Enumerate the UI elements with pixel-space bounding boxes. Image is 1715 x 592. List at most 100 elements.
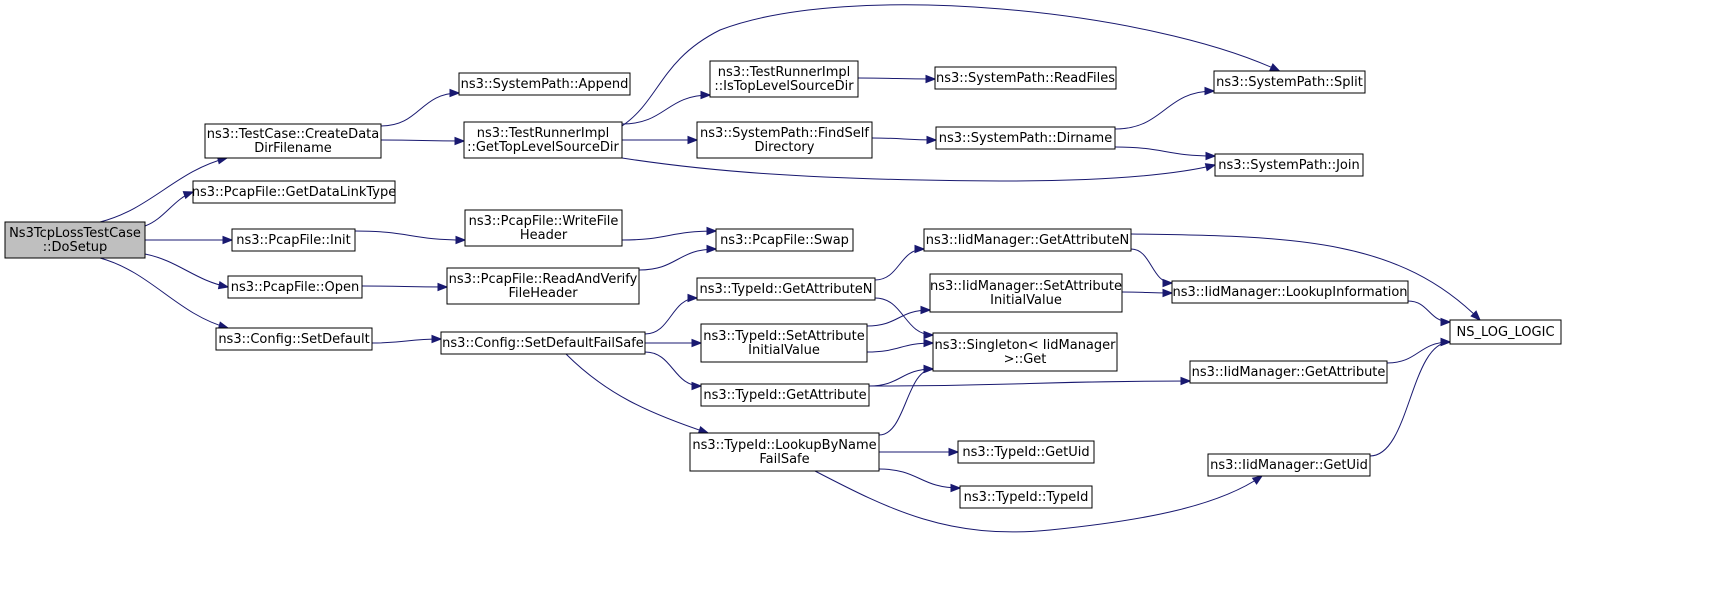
node-box xyxy=(440,331,646,355)
node-box xyxy=(458,72,631,96)
edge-tSetAttrIV-to-singleton xyxy=(866,338,935,353)
arrowhead xyxy=(950,483,962,493)
node-box xyxy=(204,123,382,159)
edge-setDFS-to-lookupByName xyxy=(565,353,710,435)
node-setDFS[interactable]: ns3::Config::SetDefaultFailSafe xyxy=(440,331,646,355)
edge-iSetAttrIV-to-lookupInfo xyxy=(1121,288,1174,298)
edge-line xyxy=(565,353,709,434)
node-label-line: ns3::TestCase::CreateData xyxy=(207,127,379,142)
edge-line xyxy=(380,139,465,142)
node-label-line: >::Get xyxy=(1004,352,1047,367)
node-open[interactable]: ns3::PcapFile::Open xyxy=(227,275,363,299)
node-label-line: ns3::IidManager::LookupInformation xyxy=(1172,285,1407,300)
node-swap[interactable]: ns3::PcapFile::Swap xyxy=(715,228,854,252)
arrowhead xyxy=(1470,310,1481,321)
edge-getTop-to-join xyxy=(621,157,1217,182)
node-label-line: ns3::SystemPath::FindSelf xyxy=(700,126,869,141)
node-label-line: ns3::TypeId::GetUid xyxy=(962,445,1089,460)
edge-line xyxy=(878,368,934,436)
edge-isTop-to-readFiles xyxy=(857,74,937,84)
node-label-line: Header xyxy=(520,228,568,243)
node-label-line: FailSafe xyxy=(759,452,809,467)
node-label-line: ns3::TestRunnerImpl xyxy=(718,65,851,80)
edge-line xyxy=(1130,233,1481,321)
edge-setDFS-to-tSetAttrIV xyxy=(645,338,703,348)
node-label-line: ns3::IidManager::GetAttributeN xyxy=(926,233,1130,248)
node-box xyxy=(1171,280,1409,304)
node-label-line: InitialValue xyxy=(990,293,1062,308)
node-box xyxy=(1189,360,1388,384)
node-nsLog[interactable]: NS_LOG_LOGIC xyxy=(1449,319,1562,345)
node-lookupInfo[interactable]: ns3::IidManager::LookupInformation xyxy=(1171,280,1409,304)
node-getTop[interactable]: ns3::TestRunnerImpl::GetTopLevelSourceDi… xyxy=(463,121,623,159)
node-isTop[interactable]: ns3::TestRunnerImpl::IsTopLevelSourceDir xyxy=(709,60,859,98)
node-root[interactable]: Ns3TcpLossTestCase::DoSetup xyxy=(4,221,146,259)
arrowhead xyxy=(1269,63,1281,72)
node-box xyxy=(700,323,868,363)
node-join[interactable]: ns3::SystemPath::Join xyxy=(1214,153,1364,177)
node-iSetAttrIV[interactable]: ns3::IidManager::SetAttributeInitialValu… xyxy=(929,273,1123,313)
node-iGetUid[interactable]: ns3::IidManager::GetUid xyxy=(1207,453,1371,477)
edge-writeFH-to-swap xyxy=(621,226,718,241)
edge-iGetAttrN-to-lookupInfo xyxy=(1130,248,1174,288)
arrowhead xyxy=(700,90,712,100)
node-setDefault[interactable]: ns3::Config::SetDefault xyxy=(215,327,373,351)
arrowhead xyxy=(925,74,937,84)
node-label-line: ns3::Singleton< IidManager xyxy=(934,338,1116,353)
node-box xyxy=(696,121,873,159)
node-iGetAttr[interactable]: ns3::IidManager::GetAttribute xyxy=(1189,360,1388,384)
node-label-line: ns3::SystemPath::Append xyxy=(461,77,629,92)
node-box xyxy=(934,66,1117,90)
node-dirname[interactable]: ns3::SystemPath::Dirname xyxy=(935,126,1116,150)
node-label-line: ns3::SystemPath::Dirname xyxy=(939,131,1112,146)
node-append[interactable]: ns3::SystemPath::Append xyxy=(458,72,631,96)
node-label-line: DirFilename xyxy=(254,141,332,156)
node-tGetAttr[interactable]: ns3::TypeId::GetAttribute xyxy=(700,383,870,407)
node-init[interactable]: ns3::PcapFile::Init xyxy=(231,228,356,252)
node-readFiles[interactable]: ns3::SystemPath::ReadFiles xyxy=(934,66,1117,90)
node-label-line: ns3::TypeId::GetAttribute xyxy=(703,388,866,403)
node-box xyxy=(1213,70,1366,94)
node-singleton[interactable]: ns3::Singleton< IidManager>::Get xyxy=(932,332,1118,372)
edge-line xyxy=(99,157,228,223)
edge-line xyxy=(644,351,702,387)
node-tGetUid[interactable]: ns3::TypeId::GetUid xyxy=(957,440,1095,464)
node-box xyxy=(959,485,1093,509)
node-box xyxy=(935,126,1116,150)
node-label-line: NS_LOG_LOGIC xyxy=(1456,325,1554,340)
edge-createData-to-getTop xyxy=(380,136,466,146)
arrowhead xyxy=(1251,475,1264,485)
node-box xyxy=(932,332,1118,372)
node-box xyxy=(227,275,363,299)
edge-line xyxy=(814,470,1263,533)
node-split[interactable]: ns3::SystemPath::Split xyxy=(1213,70,1366,94)
edge-root-to-open xyxy=(144,253,230,290)
node-tGetAttrN[interactable]: ns3::TypeId::GetAttributeN xyxy=(696,277,876,301)
node-tTypeId[interactable]: ns3::TypeId::TypeId xyxy=(959,485,1093,509)
arrowhead xyxy=(706,226,718,236)
edge-createData-to-append xyxy=(380,88,461,127)
edge-lookupInfo-to-nsLog xyxy=(1407,300,1452,327)
arrowhead xyxy=(1162,278,1174,288)
node-box xyxy=(929,273,1123,313)
arrowhead xyxy=(706,244,718,254)
node-iGetAttrN[interactable]: ns3::IidManager::GetAttributeN xyxy=(923,228,1132,252)
edges-layer xyxy=(99,4,1481,533)
node-box xyxy=(463,121,623,159)
edge-root-to-setDefault xyxy=(99,257,230,330)
node-label-line: ns3::PcapFile::Open xyxy=(231,280,359,295)
node-box xyxy=(1207,453,1371,477)
arrowhead xyxy=(691,338,703,348)
node-box xyxy=(215,327,373,351)
node-label-line: ns3::SystemPath::Split xyxy=(1216,75,1363,90)
node-getDLT[interactable]: ns3::PcapFile::GetDataLinkType xyxy=(192,180,396,204)
edge-line xyxy=(99,257,229,329)
node-label-line: ns3::PcapFile::Init xyxy=(236,233,351,248)
edge-setDefault-to-setDFS xyxy=(371,334,443,344)
